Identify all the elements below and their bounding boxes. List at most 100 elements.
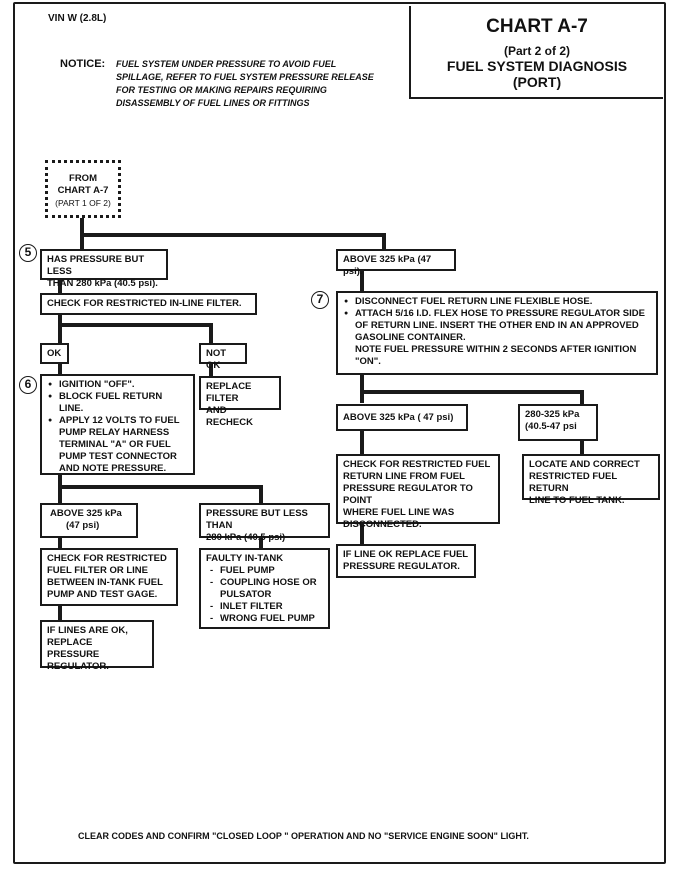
chart-subtitle-2: (PORT) bbox=[512, 74, 562, 90]
disconnect-note: NOTE FUEL PRESSURE WITHIN 2 SECONDS AFTE… bbox=[355, 344, 637, 367]
above-325-right-box: ABOVE 325 kPa ( 47 psi) bbox=[336, 404, 468, 431]
check-restricted-line: PUMP AND TEST GAGE. bbox=[47, 589, 158, 600]
above-325-top-box: ABOVE 325 kPa (47 psi). bbox=[336, 249, 456, 277]
page-frame bbox=[13, 2, 666, 864]
above-325-top-text: ABOVE 325 kPa (47 psi). bbox=[343, 254, 432, 277]
if-lines-ok-line: REPLACE PRESSURE bbox=[47, 637, 100, 660]
if-lines-ok-box: IF LINES ARE OK, REPLACE PRESSURE REGULA… bbox=[40, 620, 154, 672]
if-lines-ok-line: REGULATOR. bbox=[47, 661, 109, 672]
connector bbox=[58, 363, 62, 375]
notice-label: NOTICE: bbox=[60, 58, 106, 70]
notice-line: SPILLAGE, REFER TO FUEL SYSTEM PRESSURE … bbox=[116, 72, 374, 82]
has-pressure-line: THAN 280 kPa (40.5 psi). bbox=[47, 278, 158, 289]
check-restricted-line: CHECK FOR RESTRICTED bbox=[47, 553, 167, 564]
chart-title: CHART A-7 bbox=[486, 16, 588, 37]
disconnect-step: ATTACH 5/16 I.D. FLEX HOSE TO PRESSURE R… bbox=[344, 308, 651, 344]
if-line-ok-line: PRESSURE REGULATOR. bbox=[343, 561, 460, 572]
ignition-step: BLOCK FUEL RETURN LINE. bbox=[48, 391, 188, 415]
connector bbox=[360, 430, 364, 455]
check-filter-box: CHECK FOR RESTRICTED IN-LINE FILTER. bbox=[40, 293, 257, 315]
locate-line: RESTRICTED FUEL RETURN bbox=[529, 471, 617, 494]
connector bbox=[360, 373, 364, 403]
pressure-less-box: PRESSURE BUT LESS THAN 280 kPa (40.5 psi… bbox=[199, 503, 330, 543]
not-ok-text: NOT OK bbox=[206, 348, 227, 371]
if-line-ok-replace-box: IF LINE OK REPLACE FUEL PRESSURE REGULAT… bbox=[336, 544, 476, 578]
faulty-item: WRONG FUEL PUMP bbox=[210, 613, 323, 625]
faulty-item: FUEL PUMP bbox=[210, 565, 323, 577]
chart-part: (Part 2 of 2) bbox=[503, 44, 570, 58]
faulty-title: FAULTY IN-TANK bbox=[206, 553, 284, 564]
ok-text: OK bbox=[47, 348, 62, 359]
connector bbox=[360, 390, 584, 394]
ignition-step: IGNITION "OFF". bbox=[48, 379, 188, 391]
connector bbox=[80, 233, 84, 253]
range-line: (40.5-47 psi bbox=[525, 421, 577, 432]
above-325-left-line: (47 psi) bbox=[66, 520, 100, 531]
faulty-item: INLET FILTER bbox=[210, 601, 323, 613]
from-part: (PART 1 OF 2) bbox=[55, 198, 111, 208]
chart-title-box: CHART A-7 (Part 2 of 2) FUEL SYSTEM DIAG… bbox=[409, 6, 663, 99]
connector bbox=[58, 279, 62, 295]
notice-line: FOR TESTING OR MAKING REPAIRS REQUIRING bbox=[116, 85, 327, 95]
ignition-step: APPLY 12 VOLTS TO FUEL PUMP RELAY HARNES… bbox=[48, 415, 188, 475]
from-label: FROM bbox=[69, 173, 97, 184]
connector bbox=[382, 233, 386, 249]
chart-subtitle: FUEL SYSTEM DIAGNOSIS bbox=[446, 58, 628, 74]
step-marker-6: 6 bbox=[19, 376, 37, 394]
notice-line: FUEL SYSTEM UNDER PRESSURE TO AVOID FUEL bbox=[116, 59, 337, 69]
check-return-line: WHERE FUEL LINE WAS bbox=[343, 507, 455, 518]
check-return-line: PRESSURE REGULATOR TO POINT bbox=[343, 483, 473, 506]
disconnect-step: DISCONNECT FUEL RETURN LINE FLEXIBLE HOS… bbox=[344, 296, 651, 308]
above-325-left-line: ABOVE 325 kPa bbox=[50, 508, 122, 519]
not-ok-box: NOT OK bbox=[199, 343, 247, 371]
above-325-left-box: ABOVE 325 kPa (47 psi) bbox=[40, 503, 138, 538]
connector bbox=[58, 537, 62, 549]
check-return-line: CHECK FOR RESTRICTED FUEL bbox=[343, 459, 491, 470]
ignition-box: IGNITION "OFF". BLOCK FUEL RETURN LINE. … bbox=[40, 374, 195, 475]
check-return-line: RETURN LINE FROM FUEL bbox=[343, 471, 465, 482]
range-280-325-box: 280-325 kPa (40.5-47 psi bbox=[518, 404, 598, 441]
locate-line: LINE TO FUEL TANK. bbox=[529, 495, 625, 506]
connector bbox=[209, 363, 213, 377]
notice-text: FUEL SYSTEM UNDER PRESSURE TO AVOID FUEL… bbox=[116, 58, 374, 110]
connector bbox=[259, 537, 263, 549]
above-325-right-text: ABOVE 325 kPa ( 47 psi) bbox=[343, 412, 454, 423]
pressure-less-line: PRESSURE BUT LESS THAN bbox=[206, 508, 308, 531]
if-lines-ok-line: IF LINES ARE OK, bbox=[47, 625, 128, 636]
connector bbox=[580, 390, 584, 405]
ok-box: OK bbox=[40, 343, 69, 364]
notice-line: DISASSEMBLY OF FUEL LINES OR FITTINGS bbox=[116, 98, 310, 108]
connector bbox=[58, 314, 62, 344]
locate-correct-box: LOCATE AND CORRECT RESTRICTED FUEL RETUR… bbox=[522, 454, 660, 506]
connector bbox=[360, 270, 364, 292]
connector bbox=[580, 440, 584, 455]
faulty-in-tank-box: FAULTY IN-TANK FUEL PUMP COUPLING HOSE O… bbox=[199, 548, 330, 629]
from-chart-box: FROM CHART A-7 (PART 1 OF 2) bbox=[45, 160, 121, 218]
from-chart: CHART A-7 bbox=[57, 185, 109, 196]
step-marker-5: 5 bbox=[19, 244, 37, 262]
check-filter-text: CHECK FOR RESTRICTED IN-LINE FILTER. bbox=[47, 298, 242, 309]
connector bbox=[360, 523, 364, 545]
replace-filter-line: AND RECHECK bbox=[206, 405, 253, 428]
connector bbox=[80, 217, 84, 237]
connector bbox=[58, 474, 62, 504]
connector bbox=[58, 605, 62, 621]
connector bbox=[58, 485, 263, 489]
check-restricted-line: BETWEEN IN-TANK FUEL bbox=[47, 577, 163, 588]
vin-label: VIN W (2.8L) bbox=[48, 13, 107, 24]
has-pressure-box: HAS PRESSURE BUT LESS THAN 280 kPa (40.5… bbox=[40, 249, 168, 289]
connector bbox=[259, 485, 263, 504]
has-pressure-line: HAS PRESSURE BUT LESS bbox=[47, 254, 145, 277]
pressure-less-line: 280 kPa (40.5 psi) bbox=[206, 532, 286, 543]
faulty-item: COUPLING HOSE OR PULSATOR bbox=[210, 577, 323, 601]
disconnect-box: DISCONNECT FUEL RETURN LINE FLEXIBLE HOS… bbox=[336, 291, 658, 375]
range-line: 280-325 kPa bbox=[525, 409, 580, 420]
locate-line: LOCATE AND CORRECT bbox=[529, 459, 640, 470]
disconnect-steps: DISCONNECT FUEL RETURN LINE FLEXIBLE HOS… bbox=[343, 296, 651, 344]
replace-filter-line: REPLACE FILTER bbox=[206, 381, 252, 404]
check-restricted-line: FUEL FILTER OR LINE bbox=[47, 565, 148, 576]
footer-note: CLEAR CODES AND CONFIRM "CLOSED LOOP " O… bbox=[78, 831, 529, 841]
if-line-ok-line: IF LINE OK REPLACE FUEL bbox=[343, 549, 469, 560]
connector bbox=[80, 233, 386, 237]
check-restricted-filter-box: CHECK FOR RESTRICTED FUEL FILTER OR LINE… bbox=[40, 548, 178, 606]
